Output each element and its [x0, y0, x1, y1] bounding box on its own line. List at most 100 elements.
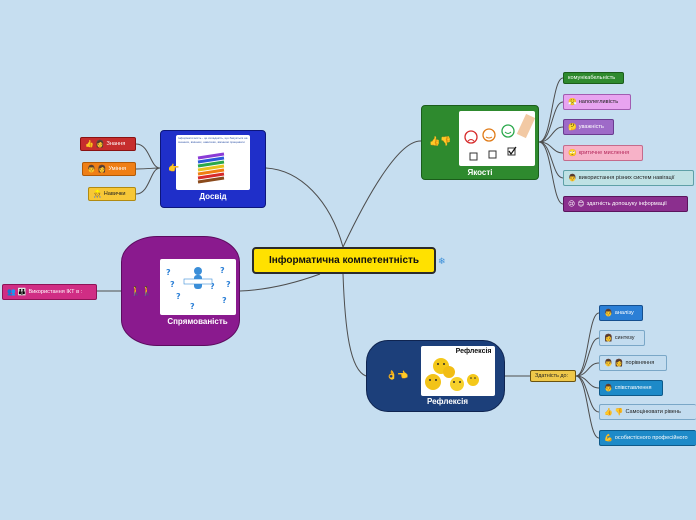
leaf-komunik-label: комунікабельність: [568, 75, 616, 81]
leaf-uminnya-label: Уміння: [108, 166, 127, 172]
svg-text:?: ?: [166, 268, 171, 277]
smile-icon: 😤: [568, 98, 577, 106]
thumbs-up-down-icon: 👍👎: [429, 136, 452, 146]
face-icon: 🙄: [568, 149, 577, 157]
svg-text:?: ?: [170, 280, 175, 289]
emoji-faces-image: [424, 358, 479, 391]
leaf-navychky[interactable]: 👷 Навички: [88, 187, 136, 201]
leaf-syntez-label: синтезу: [614, 335, 635, 341]
leaf-krytych-label: критичне мислення: [578, 150, 630, 156]
leaf-spivst-label: співставлення: [614, 385, 652, 391]
svg-text:?: ?: [190, 302, 195, 311]
sub-zdatnist[interactable]: Здатність до:: [530, 370, 576, 382]
person-icon: 👩: [604, 334, 613, 342]
leaf-uvazhn[interactable]: 🤔 уважність: [563, 119, 614, 135]
face-icon: 🤔: [568, 123, 577, 131]
central-topic-label: Інформатична компетентність: [268, 255, 420, 266]
link-poshuk: [538, 141, 564, 205]
refleksiya-picture-caption: Рефлексія: [455, 348, 492, 355]
ok-hand-icon: 👌👈: [386, 370, 409, 380]
leaf-znannya-label: Знання: [106, 141, 126, 147]
leaf-navychky-label: Навички: [103, 191, 126, 197]
leaf-navigatsii-label: використання різних систем навігації: [578, 175, 675, 181]
dosvid-title: Досвід: [199, 192, 227, 201]
branch-spryamovanist[interactable]: ??? ??? ?? Спрямованість: [121, 236, 240, 346]
thumbs-up-icon: 👍: [604, 408, 613, 416]
leaf-ikt-label: Використання ІКТ в :: [28, 289, 83, 295]
leaf-porivn-label: порівняння: [625, 360, 655, 366]
snowflake-icon: ❄: [438, 256, 446, 266]
leaf-osobyst-label: особистісного професійного: [614, 435, 688, 441]
link-porivn: [575, 362, 600, 377]
refleksiya-picture: Рефлексія: [420, 346, 495, 396]
svg-text:?: ?: [226, 280, 231, 289]
face-icon: 😊: [577, 200, 585, 208]
person-icon: 👨: [568, 174, 577, 182]
person-icon: 👨: [604, 359, 613, 367]
branch-yakosti[interactable]: Якості: [421, 105, 539, 180]
link-yakosti: [342, 140, 422, 248]
leaf-poshuk-label: здатність допошуку інформації: [586, 201, 667, 207]
thumbs-down-icon: 👎: [614, 408, 624, 416]
svg-text:?: ?: [220, 266, 225, 275]
face-icon: 😢: [568, 200, 576, 208]
leaf-navigatsii[interactable]: 👨 використання різних систем навігації: [563, 170, 694, 186]
link-refleksiya: [342, 273, 367, 377]
people-icon: 👪: [17, 288, 27, 296]
leaf-porivn[interactable]: 👨 👩 порівняння: [599, 355, 667, 371]
person-icon: 👨: [604, 309, 613, 317]
people-icon: 👥: [7, 288, 16, 296]
person-icon: 👩: [614, 359, 624, 367]
leaf-uminnya[interactable]: 👨 👩 Уміння: [82, 162, 136, 176]
leaf-komunik[interactable]: комунікабельність: [563, 72, 624, 84]
central-topic[interactable]: Інформатична компетентність: [252, 247, 436, 274]
link-znannya: [135, 143, 161, 169]
svg-text:?: ?: [176, 292, 181, 301]
question-marks-image: ??? ??? ??: [166, 266, 231, 311]
spryamovanist-title: Спрямованість: [167, 317, 228, 326]
link-analiz: [575, 312, 600, 377]
leaf-analiz[interactable]: 👨 аналізу: [599, 305, 643, 321]
muscle-icon: 💪: [604, 434, 613, 442]
sub-zdatnist-label: Здатність до:: [535, 373, 569, 379]
branch-dosvid[interactable]: Інформатичність - це складність, що базу…: [160, 130, 266, 208]
dosvid-picture: Інформатичність - це складність, що базу…: [176, 135, 250, 190]
svg-text:?: ?: [222, 296, 227, 305]
refleksiya-title: Рефлексія: [426, 397, 469, 406]
person-icon: 👷: [93, 190, 102, 198]
link-navychky: [135, 167, 161, 195]
leaf-napoleg-label: наполегливість: [578, 99, 619, 105]
leaf-spivst[interactable]: 👨 співставлення: [599, 380, 663, 396]
link-syntez: [575, 337, 600, 377]
svg-text:?: ?: [210, 282, 215, 291]
leaf-znannya[interactable]: 👍 👩 Знання: [80, 137, 136, 151]
leaf-analiz-label: аналізу: [614, 310, 634, 316]
leaf-samots[interactable]: 👍 👎 Самоцінювати рівень: [599, 404, 696, 420]
leaf-syntez[interactable]: 👩 синтезу: [599, 330, 645, 346]
link-uvazhn: [538, 126, 564, 143]
leaf-uvazhn-label: уважність: [578, 124, 604, 130]
link-dosvid: [265, 167, 344, 248]
branch-refleksiya[interactable]: Рефлексія Рефлексія: [366, 340, 505, 412]
person-icon: 👩: [95, 140, 105, 148]
thumbs-up-icon: 👍: [85, 140, 94, 148]
leaf-poshuk[interactable]: 😢 😊 здатність допошуку інформації: [563, 196, 688, 212]
link-spryamovanist: [239, 273, 321, 292]
person-icon: 👨: [87, 165, 96, 173]
people-icon: 🚶🚶: [130, 286, 153, 296]
link-komunik: [538, 77, 564, 143]
yakosti-picture: [459, 111, 535, 166]
leaf-napoleg[interactable]: 😤 наполегливість: [563, 94, 631, 110]
leaf-ikt[interactable]: 👥 👪 Використання ІКТ в :: [2, 284, 97, 300]
pencils-image: [197, 152, 225, 184]
person-icon: 👩: [97, 165, 107, 173]
leaf-krytych[interactable]: 🙄 критичне мислення: [563, 145, 643, 161]
dosvid-picture-caption: Інформатичність - це складність, що базу…: [178, 136, 248, 144]
link-napoleg: [538, 101, 564, 143]
leaf-osobyst[interactable]: 💪 особистісного професійного: [599, 430, 696, 446]
pointing-hand-icon: 👉: [168, 163, 180, 173]
spryamovanist-picture: ??? ??? ??: [159, 259, 236, 315]
yakosti-title: Якості: [467, 168, 493, 177]
